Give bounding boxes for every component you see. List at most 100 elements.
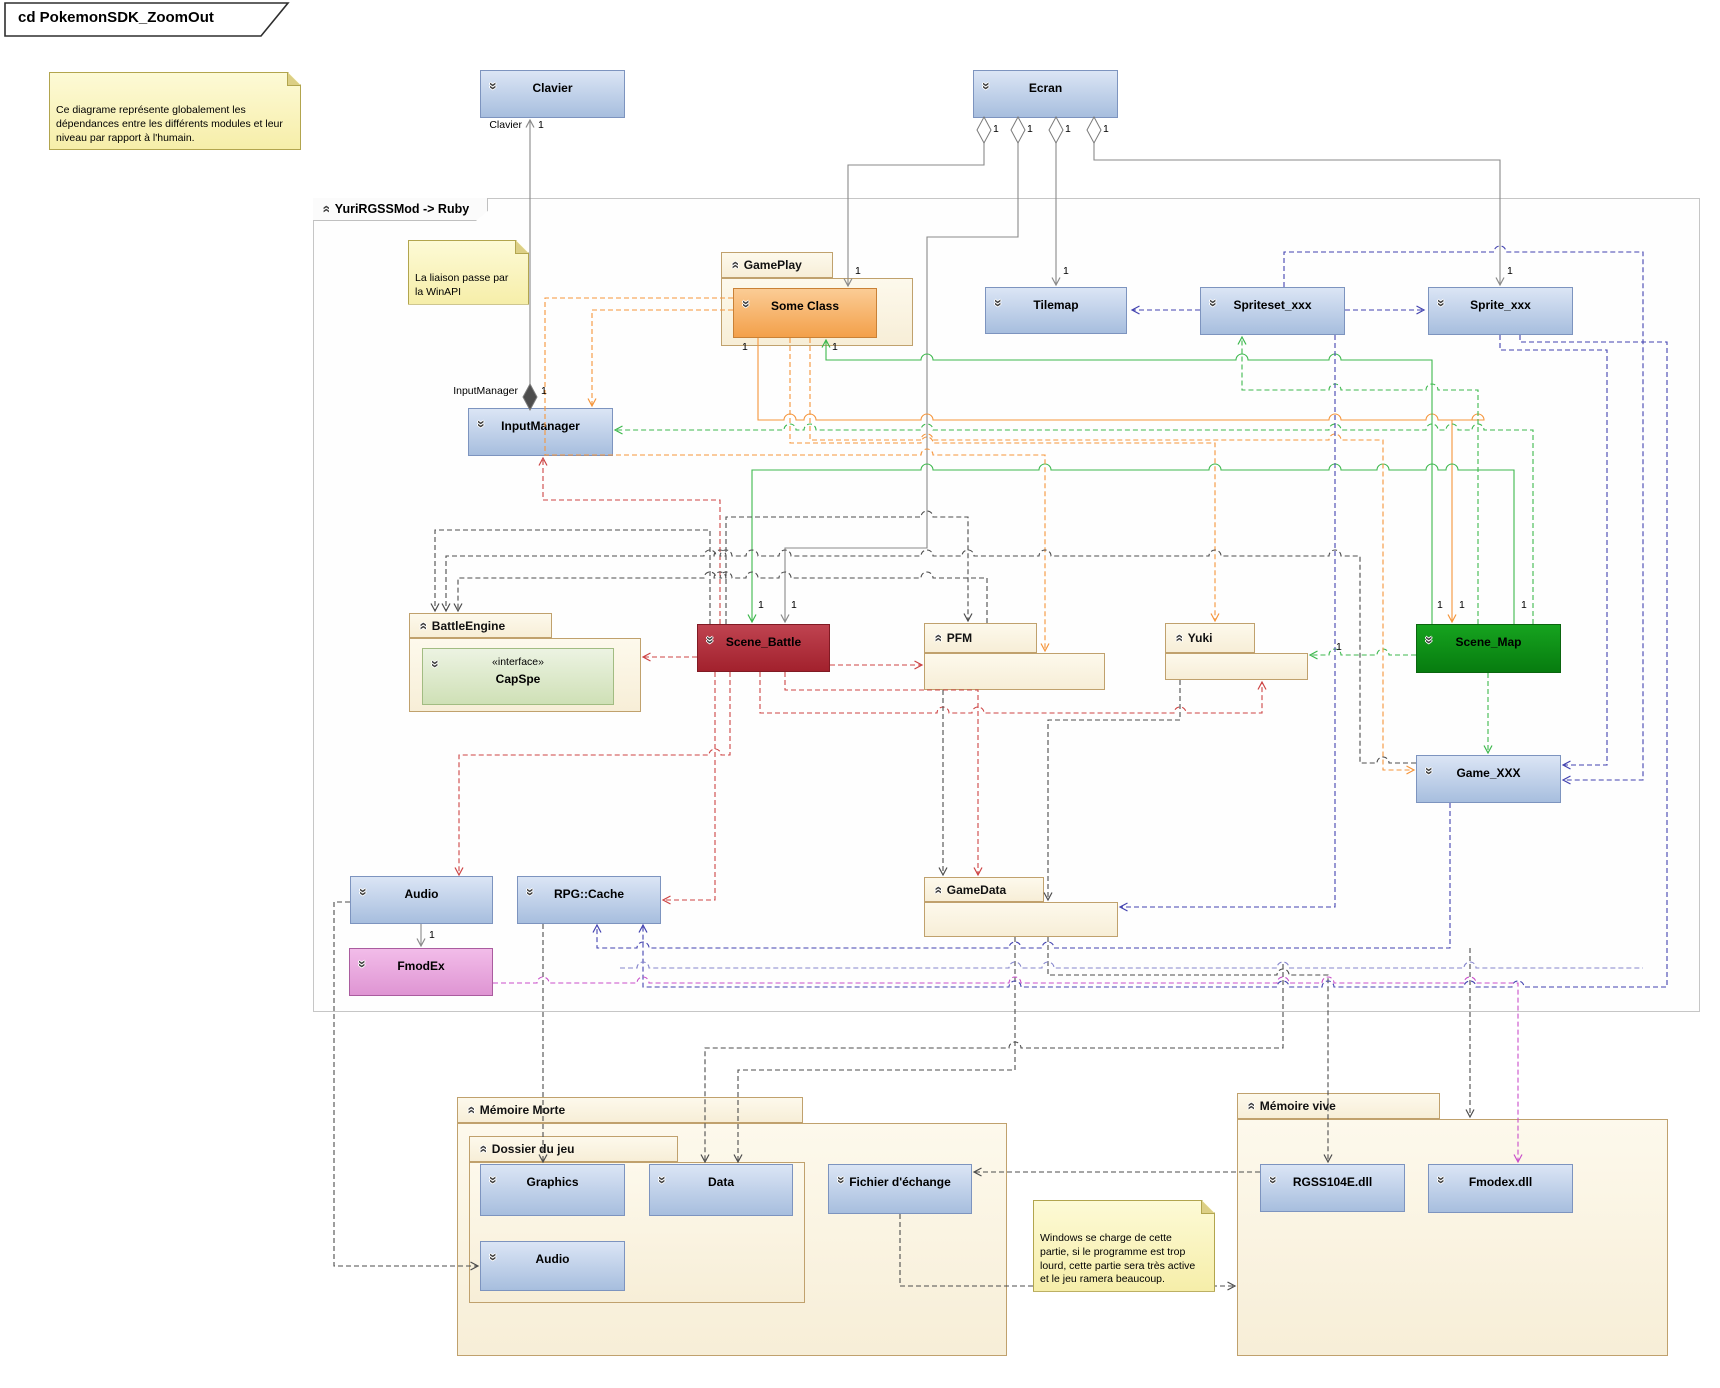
class-inputmanager[interactable]: »InputManager xyxy=(468,408,613,456)
multiplicity-label: 1 xyxy=(1521,599,1527,611)
class-chevron-icon[interactable]: » xyxy=(990,299,1007,307)
package-yuki[interactable]: »Yuki xyxy=(1165,623,1255,653)
class-scene-map[interactable]: » Scene_Map xyxy=(1416,624,1561,673)
class-rgss104e-dll[interactable]: »RGSS104E.dll xyxy=(1260,1164,1405,1212)
package-chevron-icon[interactable]: » xyxy=(461,1106,478,1114)
package-pfm[interactable]: »PFM xyxy=(924,623,1037,653)
class-chevron-icon[interactable]: » xyxy=(427,660,444,668)
aggregation-diamond-icon xyxy=(976,115,992,145)
multiplicity-label: 1 xyxy=(538,119,544,131)
aggregation-diamond-icon xyxy=(1010,115,1026,145)
class-fmodex-dll[interactable]: »Fmodex.dll xyxy=(1428,1164,1573,1213)
aggregation-diamond-icon xyxy=(1048,115,1064,145)
multiplicity-label: 1 xyxy=(429,929,435,941)
class-label: Fichier d'échange xyxy=(849,1175,951,1189)
class-label: Spriteset_xxx xyxy=(1233,298,1312,312)
class-label: Data xyxy=(707,1175,734,1189)
package-memoire-morte[interactable]: »Mémoire Morte xyxy=(457,1097,803,1123)
multiplicity-label: 1 xyxy=(742,341,748,353)
note-diagram-description[interactable]: Ce diagrame représente globalement les d… xyxy=(49,72,301,150)
package-label: GameData xyxy=(946,882,1007,897)
class-data[interactable]: » Data xyxy=(649,1164,793,1216)
class-chevron-icon[interactable]: » xyxy=(738,300,755,308)
multiplicity-label: 1 xyxy=(1437,599,1443,611)
class-chevron-icon[interactable]: » xyxy=(1433,1176,1450,1184)
class-spriteset-xxx[interactable]: » Spriteset_xxx xyxy=(1200,287,1345,335)
class-chevron-icon[interactable]: » xyxy=(473,420,490,428)
multiplicity-label: 1 xyxy=(541,385,547,397)
package-chevron-icon[interactable]: » xyxy=(928,885,945,894)
class-fmodex[interactable]: »FmodEx xyxy=(349,948,493,996)
collapse-chevron-icon[interactable]: » xyxy=(316,205,333,213)
package-label: PFM xyxy=(946,631,973,645)
package-chevron-icon[interactable]: » xyxy=(725,261,742,269)
class-chevron-icon[interactable]: » xyxy=(1433,299,1450,307)
class-scene-battle[interactable]: »Scene_Battle xyxy=(697,624,830,672)
multiplicity-label: 1 xyxy=(855,265,861,277)
class-ecran[interactable]: » Ecran xyxy=(973,70,1118,118)
package-dossier-du-jeu[interactable]: »Dossier du jeu xyxy=(469,1136,678,1162)
class-chevron-icon[interactable]: » xyxy=(1421,636,1438,644)
class-label: CapSpe xyxy=(495,672,541,686)
note-windows-swap[interactable]: Windows se charge de cette partie, si le… xyxy=(1033,1200,1215,1292)
class-chevron-icon[interactable]: » xyxy=(354,960,371,968)
package-chevron-icon[interactable]: » xyxy=(1169,634,1186,642)
package-label: BattleEngine xyxy=(431,618,506,633)
multiplicity-label: 1 xyxy=(1103,123,1109,135)
class-chevron-icon[interactable]: » xyxy=(485,1176,502,1184)
class-audio[interactable]: »Audio xyxy=(350,876,493,924)
class-label: Clavier xyxy=(532,81,573,95)
package-battleengine[interactable]: »BattleEngine xyxy=(409,613,552,638)
note-text: La liaison passe par la WinAPI xyxy=(415,272,509,298)
aggregation-diamond-icon xyxy=(1086,115,1102,145)
class-capspe[interactable]: »«interface»CapSpe xyxy=(422,648,614,705)
class-label: Ecran xyxy=(1028,81,1063,95)
class-graphics[interactable]: »Graphics xyxy=(480,1164,625,1216)
package-label: GamePlay xyxy=(743,258,802,272)
multiplicity-label: InputManager xyxy=(453,385,518,397)
package-chevron-icon[interactable]: » xyxy=(413,621,430,630)
note-winapi[interactable]: La liaison passe par la WinAPI xyxy=(408,240,529,305)
class-chevron-icon[interactable]: » xyxy=(1265,1176,1282,1184)
class-chevron-icon[interactable]: » xyxy=(485,1253,502,1261)
class-fichier-echange[interactable]: »Fichier d'échange xyxy=(828,1164,972,1214)
package-gameplay[interactable]: »GamePlay xyxy=(721,252,833,278)
class-chevron-icon[interactable]: » xyxy=(522,888,539,896)
class-sprite-xxx[interactable]: »Sprite_xxx xyxy=(1428,287,1573,335)
package-body-gamedata[interactable] xyxy=(924,902,1118,937)
package-body-memoire-vive[interactable] xyxy=(1237,1119,1668,1356)
frame-title: YuriRGSSMod -> Ruby xyxy=(334,202,470,216)
package-chevron-icon[interactable]: » xyxy=(928,634,945,642)
class-some-class[interactable]: » Some Class xyxy=(733,288,877,338)
class-chevron-icon[interactable]: » xyxy=(485,82,502,90)
multiplicity-label: 1 xyxy=(1336,641,1342,653)
title-tab-shape xyxy=(4,2,290,37)
package-chevron-icon[interactable]: » xyxy=(1241,1102,1258,1110)
package-gamedata[interactable]: »GameData xyxy=(924,877,1044,902)
class-clavier[interactable]: » Clavier xyxy=(480,70,625,118)
multiplicity-label: 1 xyxy=(1063,265,1069,277)
class-rpg-cache[interactable]: » RPG::Cache xyxy=(517,876,661,924)
package-memoire-vive[interactable]: »Mémoire vive xyxy=(1237,1093,1440,1119)
class-label: Scene_Map xyxy=(1455,635,1522,649)
class-chevron-icon[interactable]: » xyxy=(978,82,995,90)
class-label: Some Class xyxy=(770,299,840,313)
class-audio-dossier[interactable]: »Audio xyxy=(480,1241,625,1291)
class-chevron-icon[interactable]: » xyxy=(1421,767,1438,775)
multiplicity-label: 1 xyxy=(758,599,764,611)
class-label: Game_XXX xyxy=(1456,766,1521,780)
package-body-pfm[interactable] xyxy=(924,653,1105,690)
class-label: RPG::Cache xyxy=(553,887,624,901)
class-chevron-icon[interactable]: » xyxy=(355,888,372,896)
class-chevron-icon[interactable]: » xyxy=(654,1176,671,1184)
class-chevron-icon[interactable]: » xyxy=(702,636,719,644)
multiplicity-label: 1 xyxy=(1065,123,1071,135)
package-chevron-icon[interactable]: » xyxy=(473,1145,490,1153)
note-fold-icon xyxy=(1201,1201,1214,1214)
package-body-yuki[interactable] xyxy=(1165,653,1308,680)
class-chevron-icon[interactable]: » xyxy=(833,1176,850,1184)
multiplicity-label: Clavier xyxy=(489,119,522,131)
class-chevron-icon[interactable]: » xyxy=(1205,299,1222,307)
class-tilemap[interactable]: »Tilemap xyxy=(985,287,1127,334)
class-game-xxx[interactable]: » Game_XXX xyxy=(1416,755,1561,803)
